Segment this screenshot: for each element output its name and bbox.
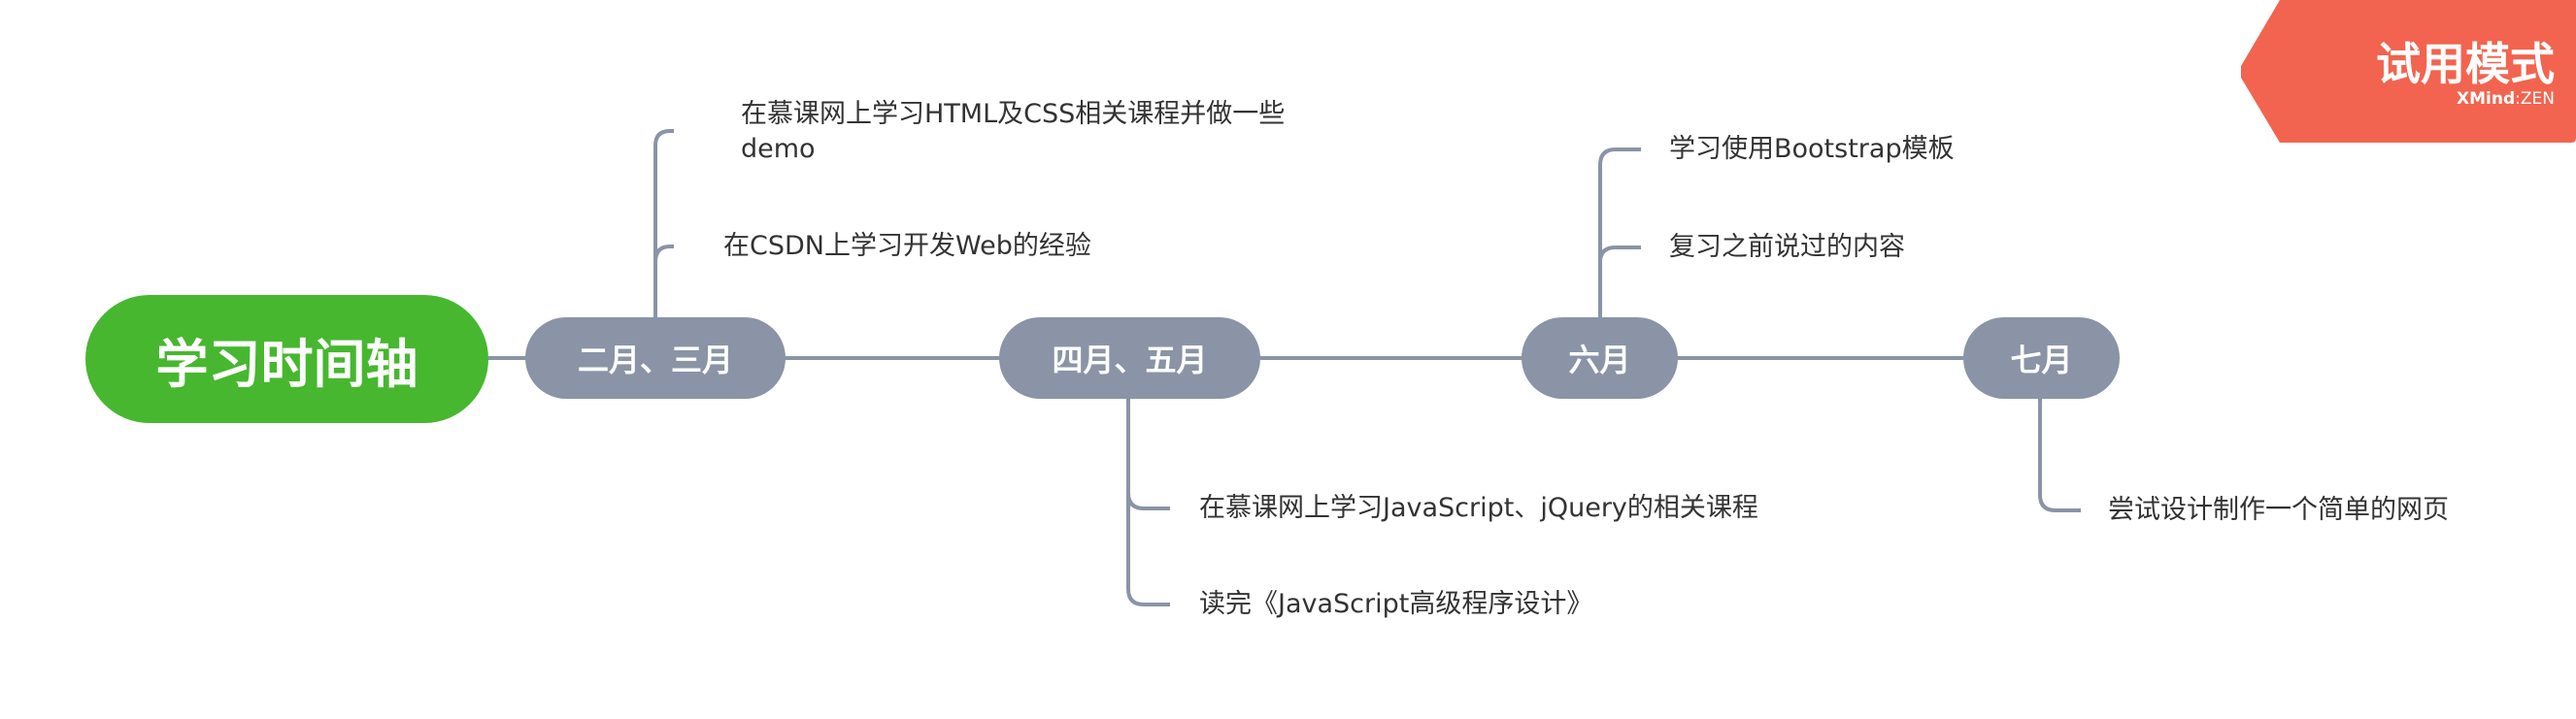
topic-label: 二月、三月 <box>577 342 733 378</box>
branch-line <box>653 129 674 317</box>
badge-shape <box>2241 0 2576 143</box>
topic-label: 六月 <box>1568 342 1631 378</box>
topic-jun[interactable]: 六月 <box>1522 317 1678 399</box>
subtopic-line: 在慕课网上学习HTML及CSS相关课程并做一些 <box>741 99 1286 129</box>
branch-line <box>1126 485 1170 606</box>
brand-separator: : <box>2515 89 2521 109</box>
badge-brand: XMind:ZEN <box>2457 89 2555 109</box>
subtopic-bootstrap[interactable]: 学习使用Bootstrap模板 <box>1669 134 1955 164</box>
brand-edition: ZEN <box>2520 89 2555 109</box>
topic-label: 七月 <box>2010 342 2073 378</box>
central-topic-label: 学习时间轴 <box>155 333 418 395</box>
badge-title: 试用模式 <box>2376 38 2555 90</box>
branch-line <box>1598 147 1641 317</box>
subtopic-js-book[interactable]: 读完《JavaScript高级程序设计》 <box>1199 589 1593 619</box>
branch-line <box>1126 399 1170 510</box>
brand-name: XMind <box>2457 89 2516 109</box>
branch-line <box>2038 399 2081 512</box>
subtopic-js-jquery[interactable]: 在慕课网上学习JavaScript、jQuery的相关课程 <box>1199 493 1758 523</box>
subtopic-html-css[interactable]: 在慕课网上学习HTML及CSS相关课程并做一些 demo <box>741 97 1285 167</box>
topic-apr-may[interactable]: 四月、五月 <box>999 317 1260 399</box>
subtopic-line: demo <box>741 134 816 164</box>
trial-mode-badge[interactable]: 试用模式 XMind:ZEN <box>2241 0 2576 143</box>
topic-jul[interactable]: 七月 <box>1963 317 2120 399</box>
branch-line <box>653 245 674 263</box>
subtopic-csdn[interactable]: 在CSDN上学习开发Web的经验 <box>723 231 1091 261</box>
branch-line <box>1598 245 1641 263</box>
topic-feb-mar[interactable]: 二月、三月 <box>525 317 786 399</box>
topic-label: 四月、五月 <box>1052 342 1208 378</box>
subtopic-review[interactable]: 复习之前说过的内容 <box>1669 232 1905 262</box>
central-topic[interactable]: 学习时间轴 <box>85 295 488 423</box>
subtopic-webpage[interactable]: 尝试设计制作一个简单的网页 <box>2108 495 2449 525</box>
